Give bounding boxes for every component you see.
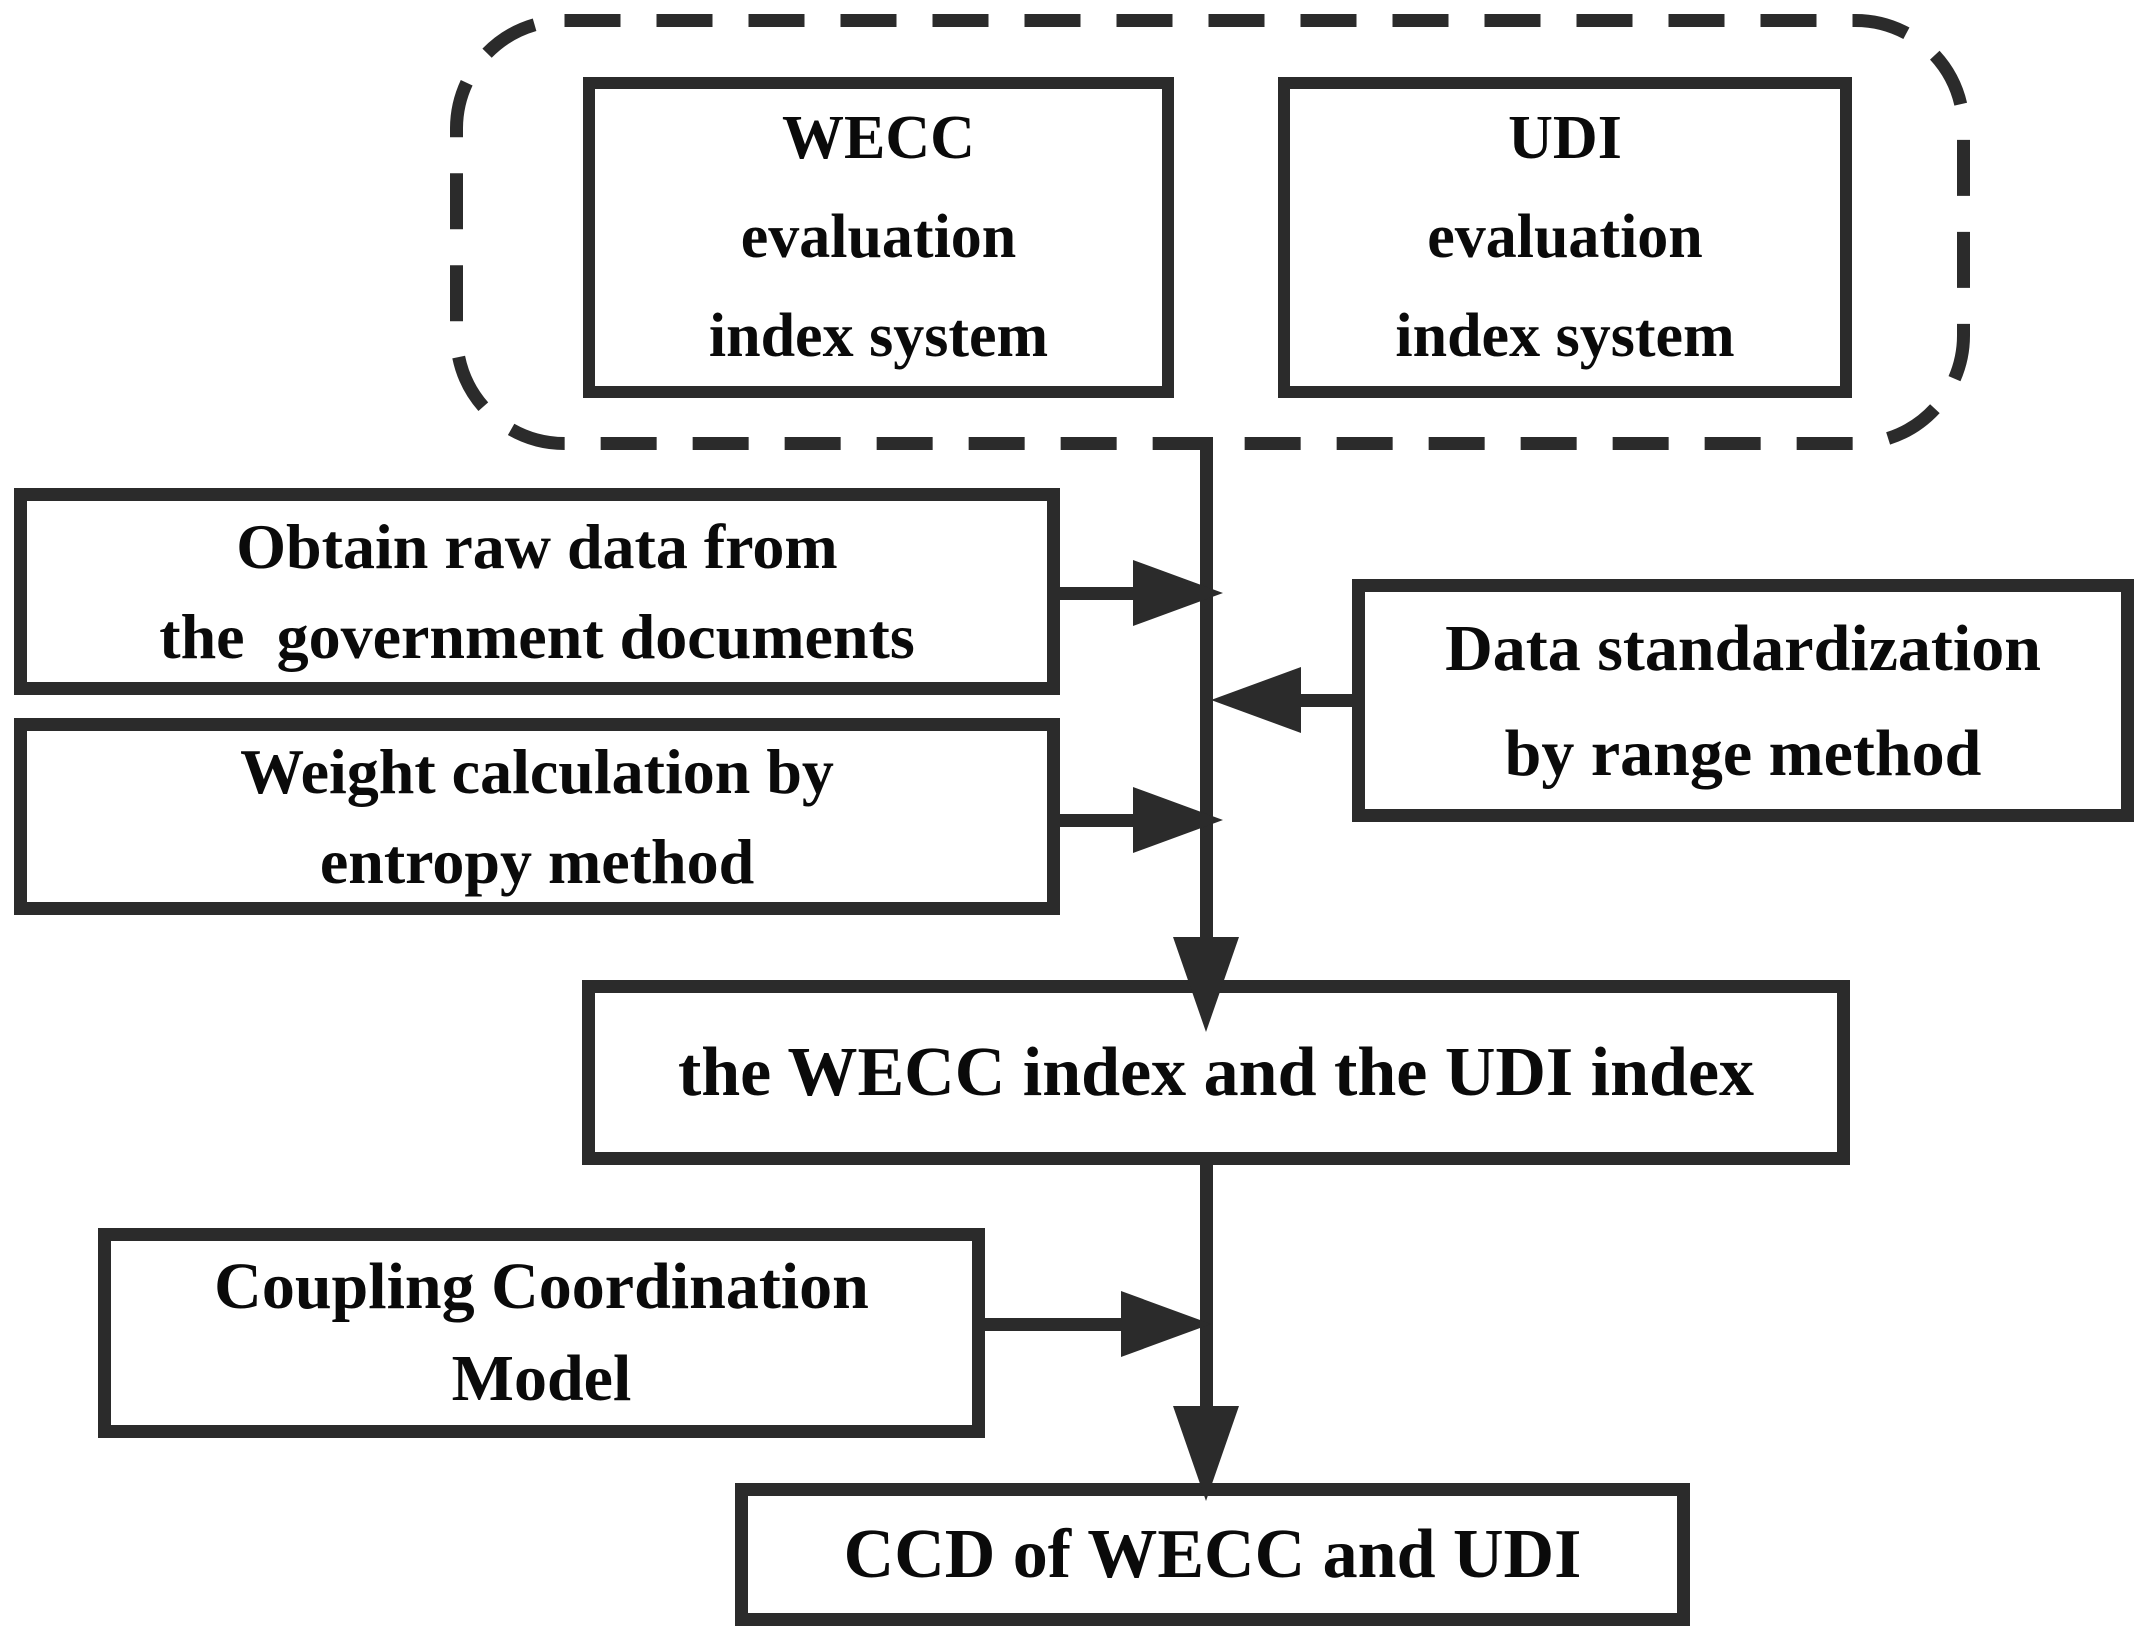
evaluation-group-outline (450, 14, 1970, 450)
node-ccd-result-label: CCD of WECC and UDI (843, 1515, 1582, 1593)
node-wecc-udi-index-label: the WECC index and the UDI index (677, 1034, 1755, 1111)
spine-lower-line (1200, 1160, 1213, 1408)
node-coupling-coordination-model-label: Coupling Coordination Model (214, 1250, 869, 1415)
node-coupling-coordination-model: Coupling Coordination Model (98, 1228, 985, 1438)
node-wecc-evaluation-index-system-label: WECC evaluation index system (708, 104, 1049, 370)
arrow-coupling-to-spine-line (975, 1318, 1130, 1331)
arrow-weight-to-spine-line (1050, 814, 1145, 827)
node-data-standardization-label: Data standardization by range method (1445, 611, 2041, 790)
node-weight-calculation-label: Weight calculation by entropy method (240, 735, 834, 897)
arrow-standardization-to-spine-line (1295, 694, 1360, 707)
arrowhead-standardization-to-spine-icon (1211, 667, 1301, 733)
node-weight-calculation: Weight calculation by entropy method (14, 718, 1060, 915)
node-data-standardization: Data standardization by range method (1352, 579, 2134, 822)
node-udi-evaluation-index-system-label: UDI evaluation index system (1395, 104, 1735, 370)
arrow-obtain-to-spine-line (1050, 587, 1145, 600)
arrowhead-weight-to-spine-icon (1133, 787, 1223, 853)
node-ccd-result: CCD of WECC and UDI (735, 1483, 1690, 1626)
arrowhead-down-into-ccd-icon (1173, 1406, 1239, 1501)
arrowhead-down-into-index-icon (1173, 937, 1239, 1032)
node-obtain-raw-data: Obtain raw data from the government docu… (14, 488, 1060, 695)
arrowhead-obtain-to-spine-icon (1133, 560, 1223, 626)
node-obtain-raw-data-label: Obtain raw data from the government docu… (159, 510, 915, 672)
arrowhead-coupling-to-spine-icon (1121, 1291, 1211, 1357)
node-wecc-udi-index: the WECC index and the UDI index (582, 980, 1850, 1165)
node-wecc-evaluation-index-system: WECC evaluation index system (583, 77, 1174, 398)
node-udi-evaluation-index-system: UDI evaluation index system (1278, 77, 1852, 398)
